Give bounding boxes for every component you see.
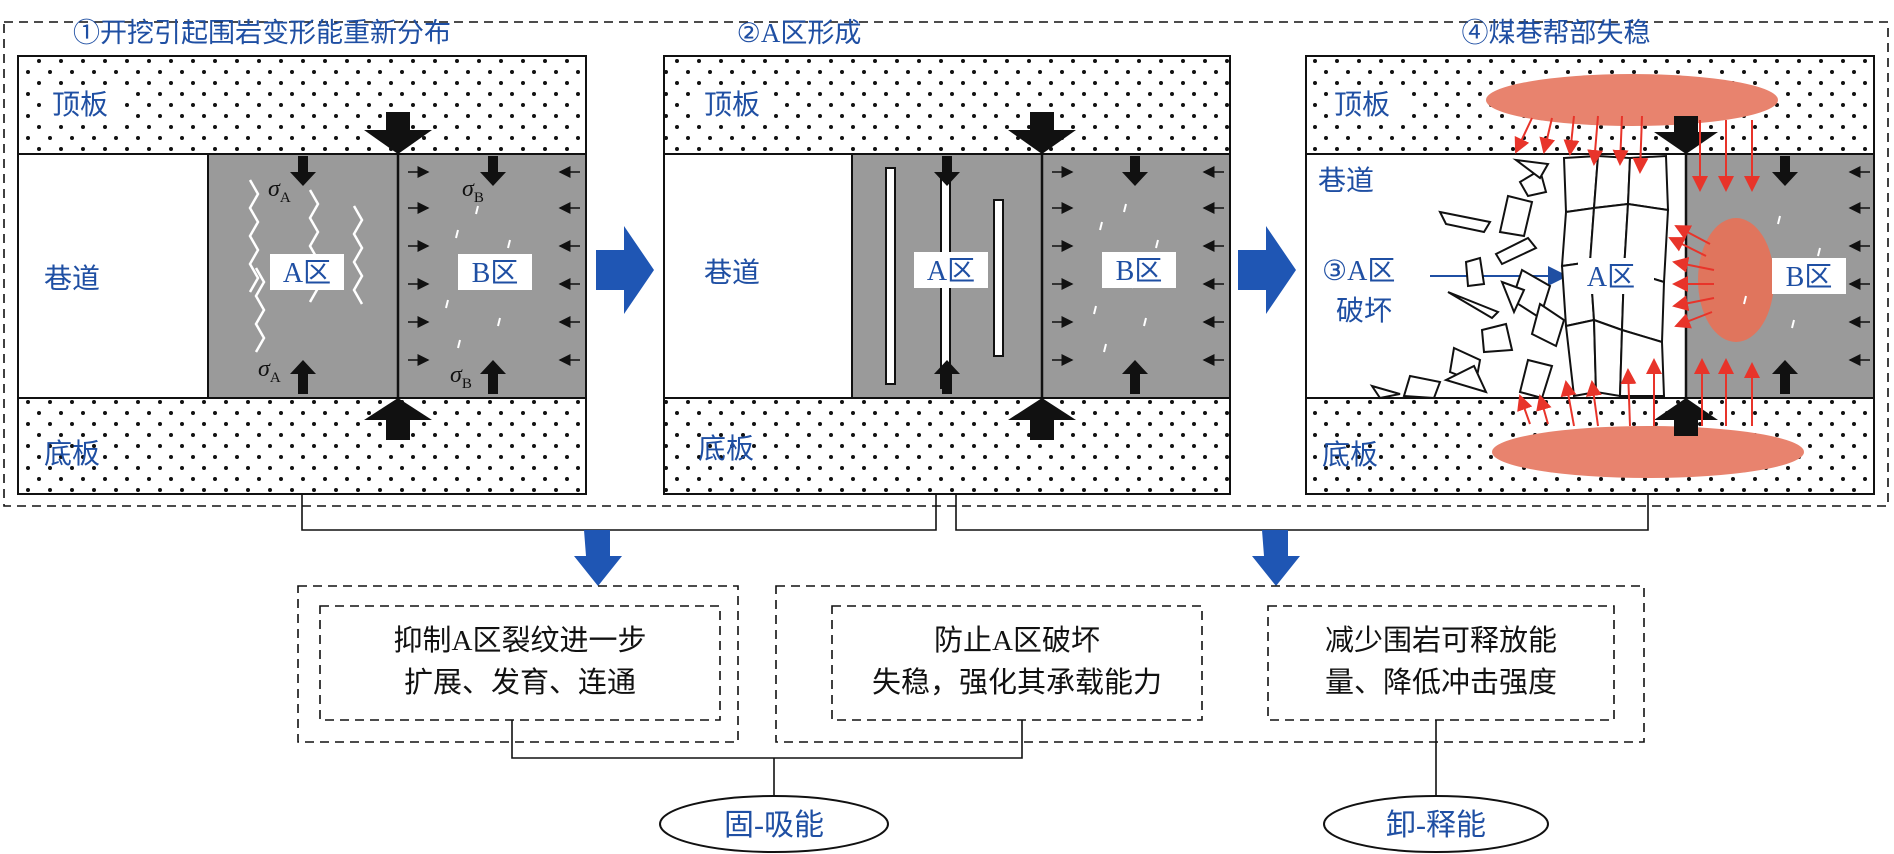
zone-b-release-arrows [1668, 225, 1715, 329]
stress-a-top-arrow [934, 156, 960, 186]
reduce-line-1: 减少围岩可释放能 [1325, 624, 1557, 657]
zone-a-label-bg [1578, 258, 1654, 294]
unload-release-oval [1323, 795, 1549, 853]
stress-b-top-arrow [480, 156, 506, 186]
zone-a-label-bg [270, 254, 344, 290]
roadway-label: 巷道 [1318, 165, 1374, 197]
zone-b-left-arrows [408, 166, 430, 366]
roof-load-arrow [364, 112, 432, 154]
roadway-label: 巷道 [704, 257, 760, 289]
stress-b-bottom-arrow [1122, 360, 1148, 394]
panel-connectors [301, 494, 1649, 531]
panel-1-title: ①开挖引起围岩变形能重新分布 [73, 18, 451, 48]
prevent-line-1: 防止A区破坏 [934, 624, 1100, 657]
flow-arrow-1 [596, 226, 654, 314]
floor-load-arrow [364, 398, 432, 440]
panel-1: ①开挖引起围岩变形能重新分布 顶板 底板 巷道 [17, 18, 587, 495]
panel-3: ④煤巷帮部失稳 顶板 底板 巷道 ③A区 破坏 [1305, 18, 1875, 495]
zone-b-label: B区 [1786, 262, 1833, 293]
panel-2: ②A区形成 顶板 底板 巷道 [663, 18, 1231, 495]
roof-label: 顶板 [52, 89, 108, 121]
roadway-label: 巷道 [44, 263, 100, 295]
sigma-b-top: σB [462, 176, 484, 206]
solid-measures-outer-box [297, 585, 739, 743]
unload-release-label: 卸-释能 [1386, 809, 1486, 842]
sigma-a-bottom: σA [258, 356, 281, 386]
zone-b-label-bg [1102, 252, 1176, 288]
zone-b-energy-zone [1698, 218, 1774, 342]
bottom-connectors [511, 720, 1437, 800]
stress-b-top-arrow [1772, 156, 1798, 186]
floor-load-arrow [1008, 398, 1076, 440]
zone-a-label: A区 [283, 258, 331, 289]
roof-label-bg [1328, 86, 1406, 122]
floor-label: 底板 [1322, 439, 1378, 471]
zone-b-label: B区 [1116, 256, 1163, 287]
roof-load-arrow [1654, 116, 1718, 154]
zone-b-left-arrows [1052, 166, 1074, 366]
prevent-failure-box [831, 605, 1203, 721]
sigma-b-bottom: σB [450, 362, 472, 392]
floor-label: 底板 [698, 433, 754, 465]
floor-load-arrow [1654, 398, 1718, 436]
zone-b-microcracks [1743, 215, 1821, 329]
panel-2-title: ②A区形成 [737, 18, 862, 48]
zone-b-label: B区 [472, 258, 519, 289]
floor-label: 底板 [44, 438, 100, 470]
roof-label: 顶板 [1334, 89, 1390, 121]
roof-label-bg [696, 86, 772, 122]
inhibit-line-1: 抑制A区裂纹进一步 [394, 624, 647, 657]
solid-absorb-label: 固-吸能 [724, 809, 824, 842]
down-arrow-left [574, 530, 622, 586]
stress-b-bottom-arrow [480, 360, 506, 394]
down-arrow-right [1252, 530, 1300, 586]
floor-stratum [17, 397, 587, 495]
failure-label-line2: 破坏 [1336, 295, 1392, 327]
zone-b-label-bg [1772, 258, 1846, 294]
top-dashed-frame [3, 21, 1889, 507]
solid-absorb-oval [659, 795, 889, 853]
reduce-energy-box [1267, 605, 1615, 721]
failed-zone-a-fragments [1369, 158, 1566, 400]
roadway-opening [663, 153, 853, 399]
roof-label: 顶板 [704, 89, 760, 121]
roof-load-arrow [1008, 112, 1076, 154]
zone-b-label-bg [458, 254, 532, 290]
flow-arrow-2 [1238, 226, 1296, 314]
inhibit-cracks-box [319, 605, 721, 721]
floor-release-arrows [1517, 358, 1760, 427]
prevent-line-2: 失稳，强化其承载能力 [872, 666, 1162, 699]
zone-b-right-arrows [1848, 166, 1870, 366]
floor-energy-zone [1492, 426, 1804, 478]
zone-a-label: A区 [1587, 262, 1635, 293]
zone-b-right-arrows [1202, 166, 1224, 366]
stress-b-top-arrow [1122, 156, 1148, 186]
reduce-line-2: 量、降低冲击强度 [1325, 666, 1557, 699]
stress-a-top-arrow [290, 156, 316, 186]
roof-release-arrows [1514, 115, 1760, 192]
failure-label-line1: ③A区 [1322, 256, 1395, 287]
panel-3-title: ④煤巷帮部失稳 [1462, 18, 1651, 48]
roof-energy-zone [1486, 74, 1778, 126]
stress-b-bottom-arrow [1772, 360, 1798, 394]
stress-a-bottom-arrow [934, 360, 960, 394]
sigma-a-top: σA [268, 176, 291, 206]
zone-b-right-arrows [558, 166, 580, 366]
zone-a-label-bg [914, 252, 988, 288]
floor-stratum [663, 397, 1231, 495]
zone-a-label: A区 [927, 256, 975, 287]
release-measures-outer-box [775, 585, 1645, 743]
roadway-opening [17, 153, 209, 399]
roof-label-bg [42, 86, 120, 122]
stress-a-bottom-arrow [290, 360, 316, 394]
inhibit-line-2: 扩展、发育、连通 [404, 666, 636, 699]
